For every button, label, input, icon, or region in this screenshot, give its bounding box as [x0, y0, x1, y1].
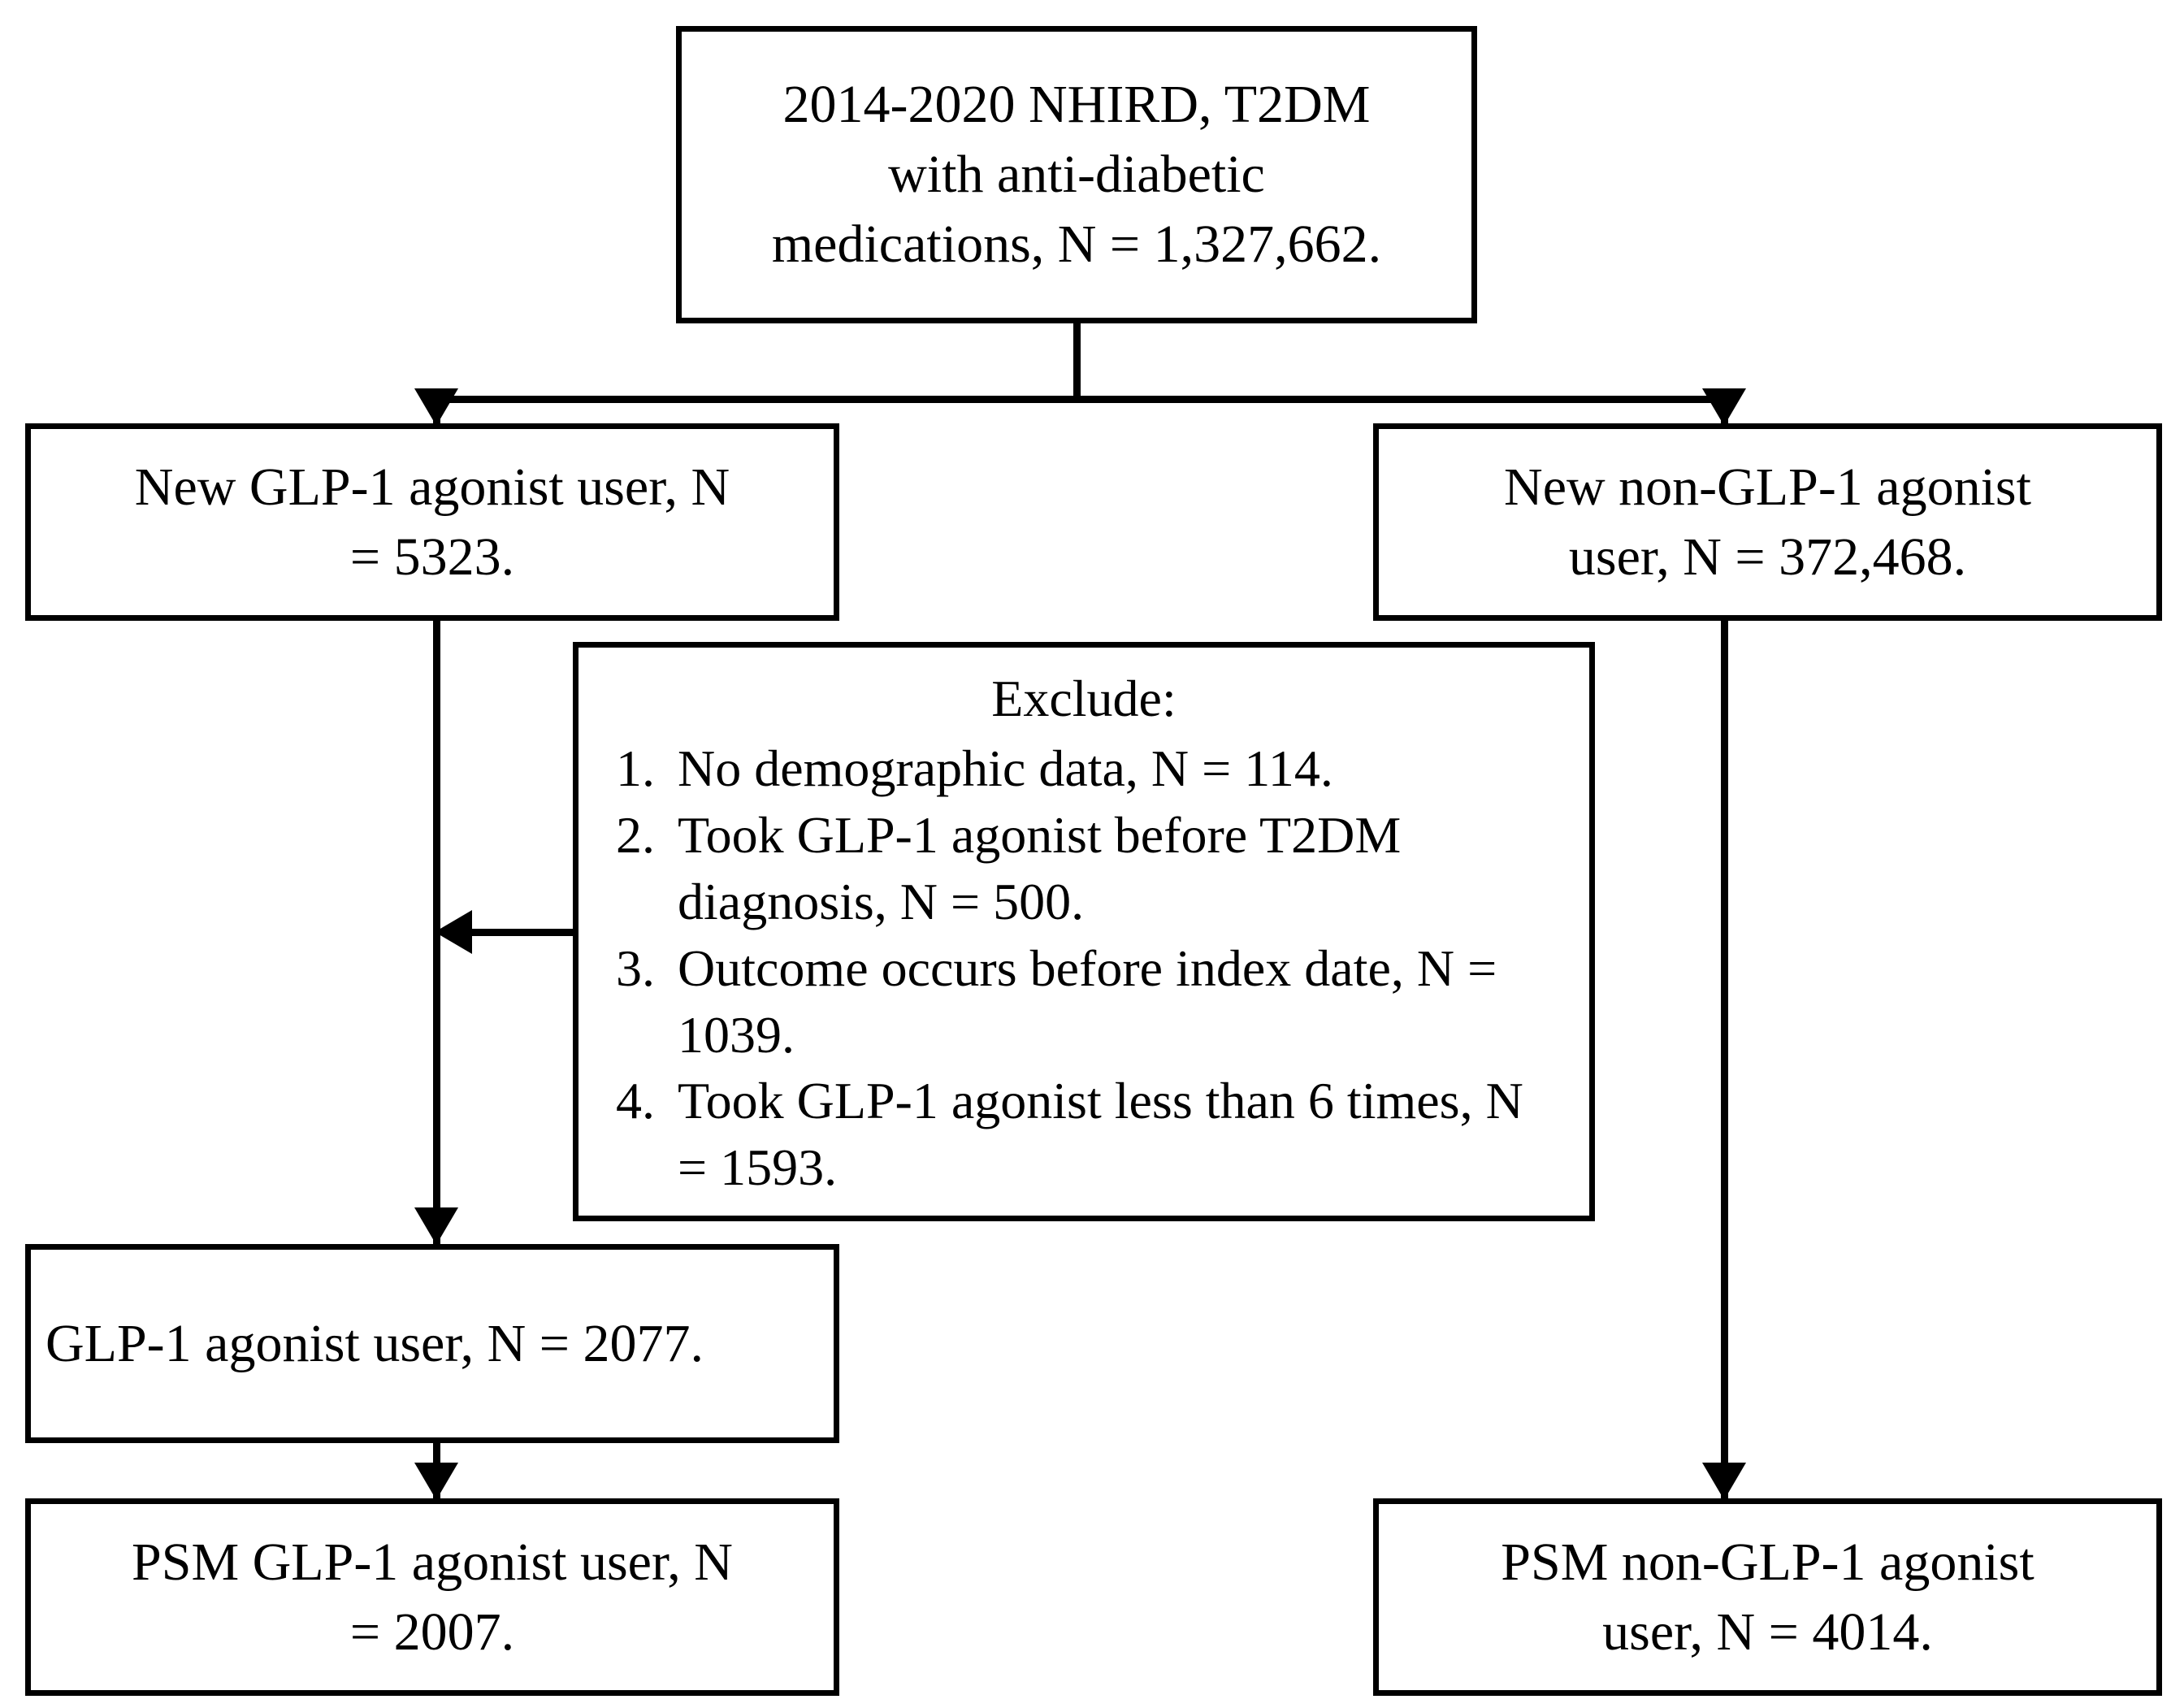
connector-split-bar — [433, 396, 1728, 403]
exclusion-item-number: 2. — [616, 805, 655, 864]
node-source-population: 2014-2020 NHIRD, T2DM with anti-diabetic… — [676, 26, 1477, 323]
node-new-non-glp1-user: New non-GLP-1 agonist user, N = 372,468. — [1373, 423, 2162, 621]
exclusion-item-number: 1. — [616, 739, 655, 797]
exclusion-item: 2. Took GLP-1 agonist before T2DM diagno… — [603, 802, 1565, 935]
node-glp1-user: GLP-1 agonist user, N = 2077. — [25, 1244, 839, 1443]
exclusion-item-number: 3. — [616, 939, 655, 997]
arrowhead-to-psm-non-glp1 — [1702, 1463, 1746, 1500]
exclusion-list: 1. No demographic data, N = 114. 2. Took… — [603, 735, 1565, 1201]
connector-source-stem — [1073, 323, 1081, 400]
arrowhead-glp1-to-psm — [414, 1463, 458, 1500]
exclusion-item-text: No demographic data, N = 114. — [678, 739, 1333, 797]
connector-exclude-to-left-column — [443, 929, 577, 936]
node-psm-glp1-user-label: PSM GLP-1 agonist user, N = 2007. — [132, 1532, 733, 1662]
node-psm-glp1-user: PSM GLP-1 agonist user, N = 2007. — [25, 1498, 839, 1696]
node-psm-non-glp1-user: PSM non-GLP-1 agonist user, N = 4014. — [1373, 1498, 2162, 1696]
exclusion-title: Exclude: — [991, 670, 1176, 727]
node-new-glp1-user: New GLP-1 agonist user, N = 5323. — [25, 423, 839, 621]
exclusion-item: 3. Outcome occurs before index date, N =… — [603, 935, 1565, 1069]
arrowhead-to-new-non-glp1 — [1702, 388, 1746, 426]
exclusion-item-text: Took GLP-1 agonist before T2DM diagnosis… — [678, 805, 1402, 930]
exclusion-item-text: Took GLP-1 agonist less than 6 times, N … — [678, 1072, 1523, 1197]
node-source-population-label: 2014-2020 NHIRD, T2DM with anti-diabetic… — [771, 75, 1382, 274]
arrowhead-exclude-to-left-column — [435, 910, 472, 954]
node-psm-non-glp1-user-label: PSM non-GLP-1 agonist user, N = 4014. — [1501, 1532, 2034, 1662]
node-new-non-glp1-user-label: New non-GLP-1 agonist user, N = 372,468. — [1504, 457, 2031, 587]
node-new-glp1-user-label: New GLP-1 agonist user, N = 5323. — [134, 457, 730, 587]
arrowhead-to-glp1-user — [414, 1207, 458, 1245]
exclusion-item: 1. No demographic data, N = 114. — [603, 735, 1565, 802]
connector-right-column — [1721, 621, 1728, 1502]
exclusion-item-number: 4. — [616, 1072, 655, 1130]
node-exclusion-criteria: Exclude: 1. No demographic data, N = 114… — [573, 642, 1595, 1221]
node-glp1-user-label: GLP-1 agonist user, N = 2077. — [46, 1313, 704, 1373]
exclusion-item-text: Outcome occurs before index date, N = 10… — [678, 939, 1497, 1064]
exclusion-item: 4. Took GLP-1 agonist less than 6 times,… — [603, 1068, 1565, 1201]
arrowhead-to-new-glp1 — [414, 388, 458, 426]
